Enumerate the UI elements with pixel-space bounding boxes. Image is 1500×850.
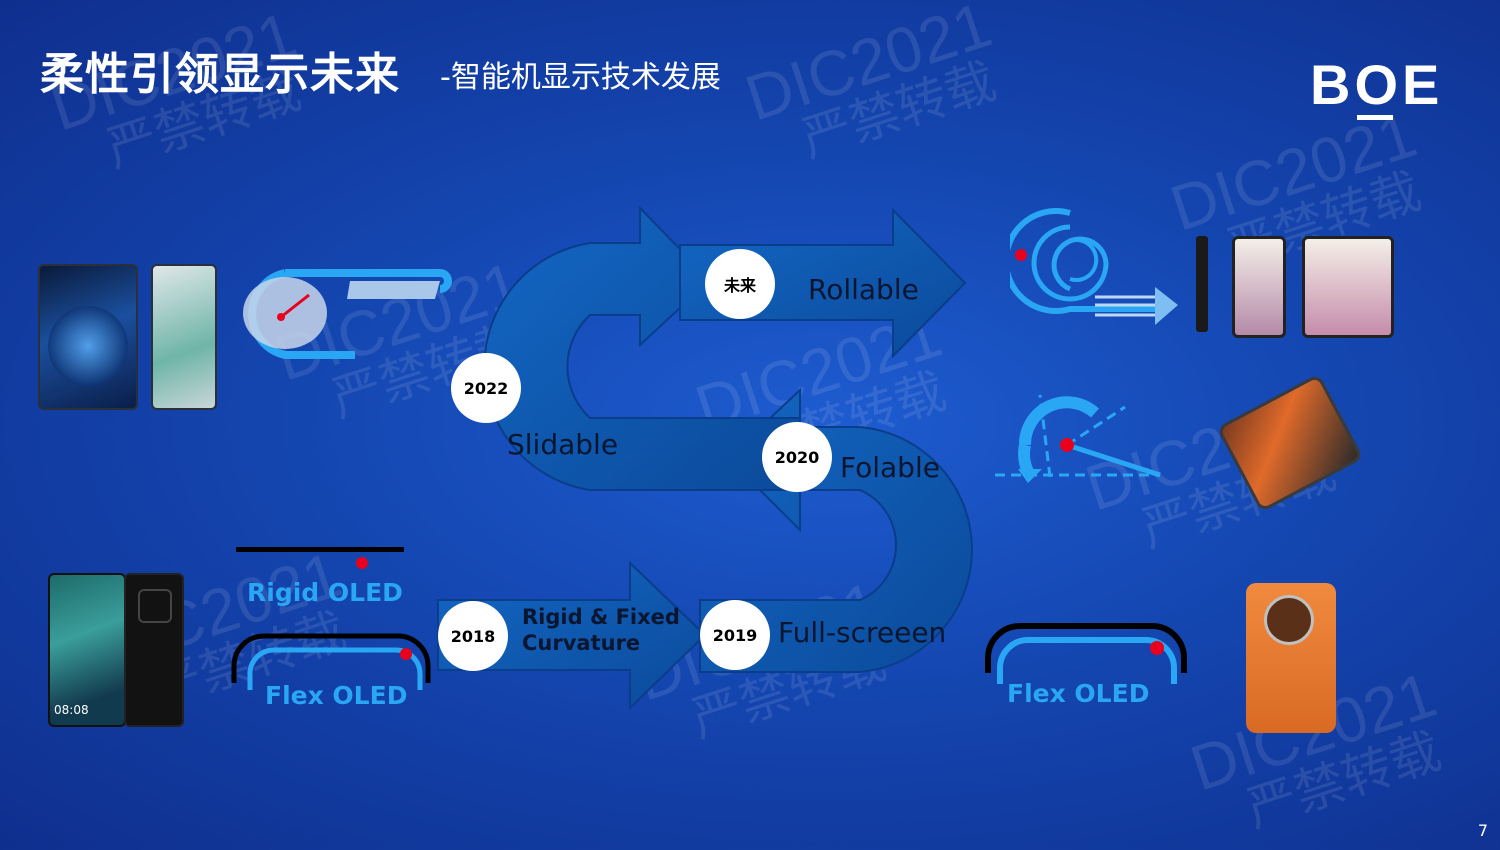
rigid-oled-line — [236, 547, 404, 552]
rigid-oled-label: Rigid OLED — [247, 578, 403, 607]
arrow-segment-future — [679, 207, 967, 359]
stage-label-rigid-fixed: Rigid & Fixed Curvature — [522, 604, 680, 656]
stage-badge-2018: 2018 — [438, 601, 508, 671]
rollable-spiral-icon — [1010, 208, 1178, 325]
slide-title: 柔性引领显示未来 — [40, 49, 400, 100]
fold-angle-diagram — [995, 394, 1161, 483]
stage-label-folable: Folable — [840, 451, 940, 484]
stage-badge-2020: 2020 — [762, 422, 832, 492]
rigid-phone-front: 08:08 — [48, 573, 126, 727]
arrow-segment-2022 — [483, 205, 801, 491]
flex-oled-curve-right — [985, 623, 1187, 684]
curved-phone-back — [1246, 583, 1336, 733]
stage-label-slidable: Slidable — [507, 428, 619, 461]
phone-clock: 08:08 — [54, 703, 89, 717]
stage-badge-future: 未来 — [705, 249, 775, 319]
logo-underline — [1357, 115, 1393, 120]
flex-oled-curve-left — [231, 633, 431, 690]
flex-oled-label-right: Flex OLED — [1007, 679, 1150, 708]
rigid-phone-back — [124, 573, 184, 727]
rigid-oled-marker — [356, 557, 368, 569]
rollable-phone-closed — [1196, 236, 1208, 332]
flex-oled-label-left: Flex OLED — [265, 681, 408, 710]
slide-subtitle: -智能机显示技术发展 — [440, 60, 721, 95]
page-number: 7 — [1477, 821, 1488, 840]
rollable-phone-open — [1302, 236, 1394, 338]
slidable-phone-closed — [151, 264, 217, 410]
stage-label-rollable: Rollable — [808, 273, 919, 306]
stage-label-line: Rigid & Fixed — [522, 605, 680, 629]
slidable-phone-open — [38, 264, 138, 410]
stage-label-full-screen: Full-screeen — [778, 616, 947, 649]
stage-badge-2022: 2022 — [451, 353, 521, 423]
boe-logo: BOE — [1310, 53, 1444, 116]
stage-badge-2019: 2019 — [700, 600, 770, 670]
rollable-phone-half — [1232, 236, 1286, 338]
stage-label-line: Curvature — [522, 631, 641, 655]
slide-mechanism-diagram — [243, 269, 452, 359]
